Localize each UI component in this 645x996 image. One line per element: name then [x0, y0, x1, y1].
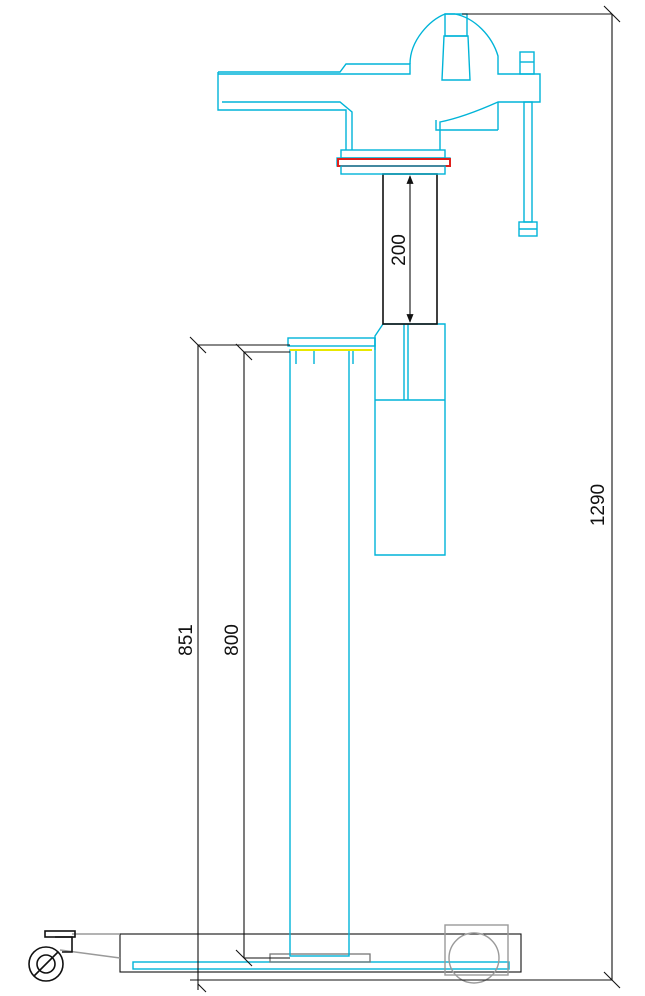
dimension-column-height: 800 — [222, 343, 290, 967]
vise-base-flange — [336, 149, 451, 175]
sleeve — [374, 323, 446, 556]
total-height-label: 1290 — [588, 484, 609, 526]
column-height-label: 800 — [222, 624, 243, 656]
extension-label: 200 — [389, 234, 410, 266]
dimension-total-height: 1290 — [190, 5, 621, 989]
vise-jaw — [441, 13, 471, 81]
column — [289, 349, 354, 957]
vise-handle — [518, 51, 538, 237]
caster-wheel — [28, 930, 121, 982]
rear-wheel — [444, 924, 509, 984]
dimension-extension: 200 — [389, 175, 414, 323]
vise-body — [217, 13, 541, 150]
top-height-label: 851 — [176, 624, 197, 656]
dimension-top-height: 851 — [176, 336, 290, 993]
base-frame — [119, 933, 522, 973]
top-plate — [287, 337, 376, 351]
